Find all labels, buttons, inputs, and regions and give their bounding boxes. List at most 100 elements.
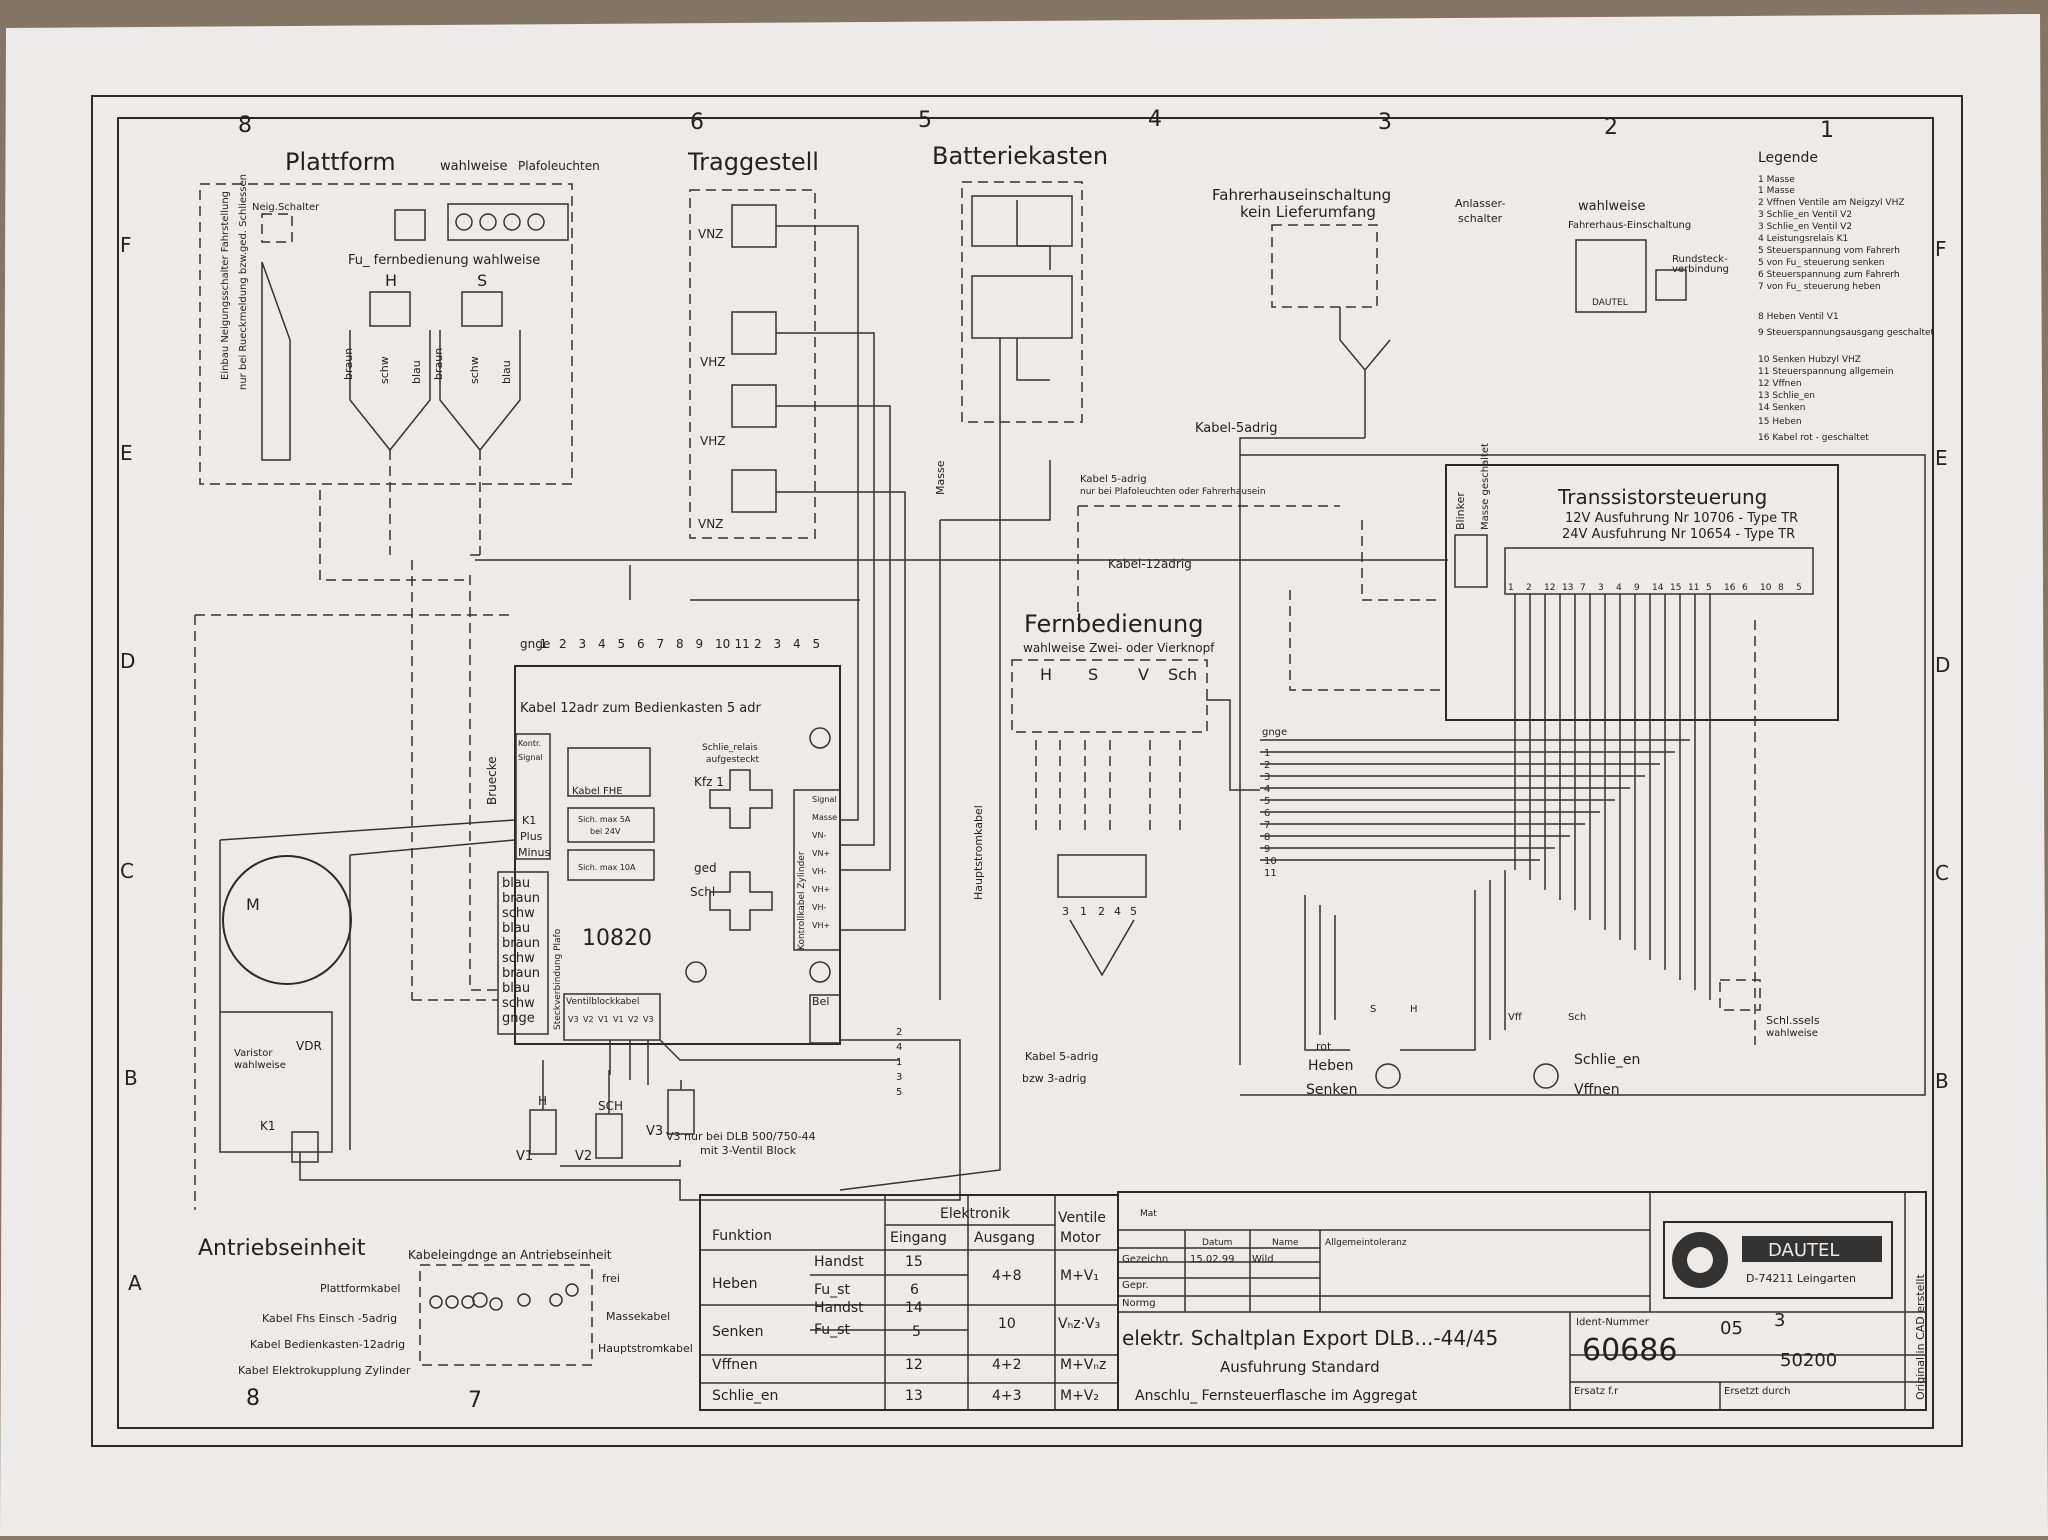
port-icon bbox=[429, 1295, 443, 1309]
wire-braun: braun bbox=[432, 348, 445, 380]
remote-key-sch: Sch bbox=[1168, 665, 1197, 684]
mount-hole-icon bbox=[809, 961, 831, 983]
valve-label-vhz: VHZ bbox=[700, 434, 725, 448]
no-delivery-label: kein Lieferumfang bbox=[1240, 203, 1376, 221]
plafo-wire: blau bbox=[502, 921, 530, 936]
row-vffnen-a: 4+2 bbox=[992, 1357, 1022, 1373]
grid-num-5: 5 bbox=[918, 108, 932, 133]
motor-icon bbox=[222, 855, 352, 985]
terminal-top-label: 1 bbox=[540, 637, 548, 651]
mount-hole-icon bbox=[685, 961, 707, 983]
terminal-number: 9 bbox=[1634, 583, 1640, 593]
cable-number: 3 bbox=[896, 1072, 902, 1083]
kontroll-pin: Signal bbox=[812, 795, 837, 804]
legende-title: Legende bbox=[1758, 150, 1818, 166]
button-s bbox=[461, 291, 503, 327]
th-ventile: Ventile bbox=[1058, 1210, 1106, 1226]
tilt-switch-label: Neig.Schalter bbox=[252, 202, 320, 213]
anlasser-label-2: schalter bbox=[1458, 212, 1503, 225]
terminal-top-label: 5 bbox=[813, 637, 821, 651]
anlasser-label: Anlasser- bbox=[1455, 197, 1505, 210]
blinker-label: Blinker bbox=[1454, 492, 1467, 530]
tilt-install-note: Einbau Neigungsschalter Fahrstellung bbox=[220, 191, 231, 380]
batterie-boundary bbox=[961, 181, 1083, 423]
port-icon bbox=[489, 1297, 503, 1311]
bel-terminal bbox=[809, 994, 841, 1044]
k1-relay-label: K1 bbox=[260, 1119, 276, 1133]
grid-num-bottom-7: 7 bbox=[468, 1388, 482, 1413]
hauptstrom-label: Hauptstromkabel bbox=[972, 805, 985, 900]
row-heben-a: 4+8 bbox=[992, 1268, 1022, 1284]
ersetzt-label: Ersetzt durch bbox=[1724, 1386, 1790, 1397]
gepr-label: Gepr. bbox=[1122, 1280, 1149, 1291]
signal-label: Signal bbox=[518, 753, 543, 762]
s-label: S bbox=[1370, 1004, 1376, 1015]
drawing-subtitle: Ausfuhrung Standard bbox=[1220, 1358, 1380, 1376]
fhe-connector bbox=[567, 747, 651, 797]
row-senken-e1: 14 bbox=[905, 1300, 923, 1316]
platform-s-label: S bbox=[477, 271, 487, 290]
paper-sheet bbox=[0, 14, 2048, 1536]
port-icon bbox=[472, 1292, 488, 1308]
mount-hole-icon bbox=[809, 727, 831, 749]
key-switch-optional: wahlweise bbox=[1766, 1028, 1818, 1039]
varistor-optional: wahlweise bbox=[234, 1060, 286, 1071]
terminal-top-label: 4 bbox=[598, 637, 606, 651]
titleblock-grid bbox=[1118, 1192, 1926, 1410]
fernbedienung-section: Fernbedienung wahlweise Zwei- oder Vierk… bbox=[1011, 610, 1287, 977]
terminal-top-label: 2 bbox=[754, 637, 762, 651]
frei-label: frei bbox=[602, 1272, 620, 1285]
ged-label: ged bbox=[694, 861, 717, 875]
plafo-wire: braun bbox=[502, 966, 540, 981]
row-vffnen: Vffnen bbox=[712, 1357, 758, 1373]
kontroll-pin: VN- bbox=[812, 831, 826, 840]
lamp-icon bbox=[455, 213, 473, 231]
terminal-top-label: 4 bbox=[793, 637, 801, 651]
drawing-code: 50200 bbox=[1780, 1350, 1837, 1371]
schliessen-label: Schlie_en bbox=[1574, 1052, 1640, 1068]
legend-item: 10 Senken Hubzyl VHZ bbox=[1758, 355, 1861, 365]
title-block: Mat Datum Name Allgemeintoleranz Gezeich… bbox=[1117, 1191, 1927, 1411]
ersatz-label: Ersatz f.r bbox=[1574, 1386, 1619, 1397]
plattform-section: Plattform wahlweise Plafoleuchten Neig.S… bbox=[199, 148, 600, 485]
fhs-cable-label: Kabel Fhs Einsch -5adrig bbox=[262, 1312, 397, 1325]
grid-letter-left-A: A bbox=[128, 1271, 142, 1295]
gezeichn-label: Gezeichn bbox=[1122, 1254, 1168, 1265]
plafo-wire: schw bbox=[502, 906, 535, 921]
masse-label: Masse bbox=[934, 460, 947, 495]
titleblock-frame bbox=[1117, 1191, 1927, 1411]
mat-label: Mat bbox=[1140, 1209, 1157, 1219]
plafo-wire: blau bbox=[502, 981, 530, 996]
traggestell-section: Traggestell VNZ VHZ VHZ VNZ bbox=[687, 148, 819, 539]
varistor-label: Varistor bbox=[234, 1048, 273, 1059]
terminal-number: 16 bbox=[1724, 583, 1736, 593]
harness-number: 7 bbox=[1264, 820, 1270, 831]
fuse-5a bbox=[567, 807, 655, 843]
harness-number: 11 bbox=[1264, 868, 1277, 879]
valve-label-vnz: VNZ bbox=[698, 227, 723, 241]
antrieb-plate bbox=[419, 1264, 593, 1366]
legend-item: 1 Masse bbox=[1758, 186, 1795, 196]
remote-cable bbox=[1069, 919, 1135, 977]
plafo-wire: gnge bbox=[502, 1011, 535, 1026]
valve-oeffnen-icon bbox=[1533, 1063, 1559, 1089]
transistor-24v: 24V Ausfuhrung Nr 10654 - Type TR bbox=[1562, 527, 1795, 542]
ventilblock-connector bbox=[563, 993, 661, 1041]
harness-number: 9 bbox=[1264, 844, 1270, 855]
drawn-by: Wild bbox=[1252, 1254, 1274, 1265]
grid-letter-right-F: F bbox=[1935, 237, 1947, 261]
batterie-title: Batteriekasten bbox=[932, 142, 1108, 170]
remote-key-h: H bbox=[1040, 665, 1052, 684]
cable-number: 1 bbox=[896, 1057, 902, 1068]
varistor-frame bbox=[219, 1011, 333, 1153]
grid-letter-left-C: C bbox=[120, 859, 134, 883]
terminal-top-label: 3 bbox=[579, 637, 587, 651]
row-heben-handst: Handst bbox=[814, 1254, 864, 1270]
fahrerhaus-section: Fahrerhauseinschaltung kein Lieferumfang… bbox=[1080, 186, 1391, 497]
tilt-switch bbox=[261, 213, 293, 243]
brand-address: D-74211 Leingarten bbox=[1746, 1272, 1856, 1285]
